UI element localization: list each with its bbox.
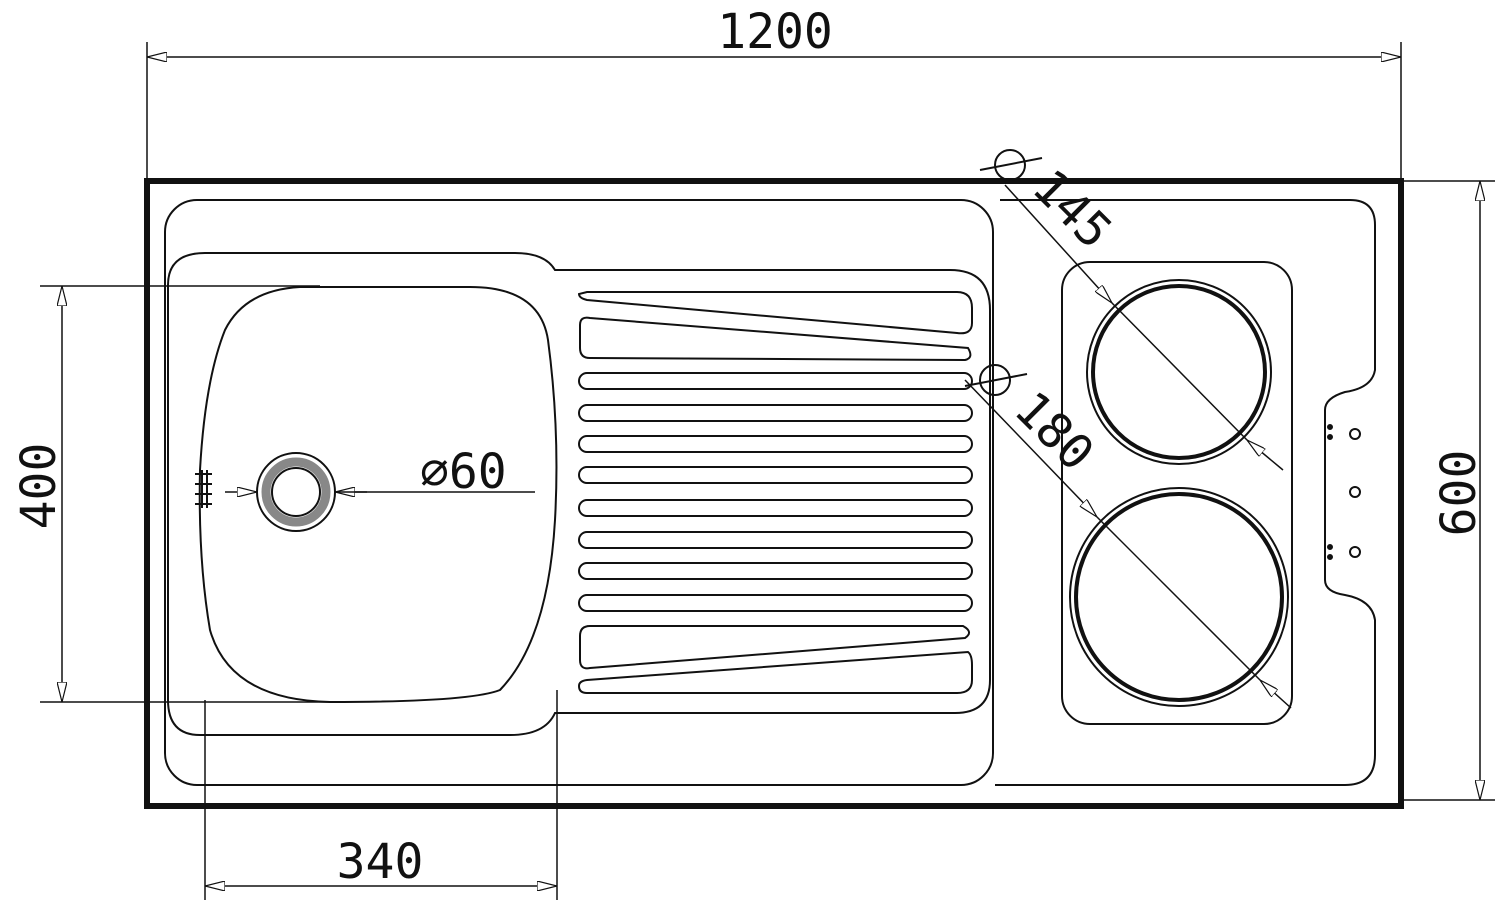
overall-depth-label: 600 [1431,450,1487,537]
bowl-depth-label: 400 [11,443,67,530]
large-hotplate-dimension [964,364,1292,709]
overall-width-label: 1200 [717,4,833,60]
overall-width-dimension [146,42,1402,181]
drain-outlet [256,452,336,532]
small-hotplate-diameter-label: 145 [1022,159,1123,260]
drainer-grooves [577,291,973,694]
bowl-width-label: 340 [337,834,424,890]
overall-depth-dimension [1401,180,1495,801]
bowl-depth-dimension [40,285,330,703]
overflow-slots [195,470,212,508]
small-hotplate [1086,279,1272,465]
large-hotplate [1069,487,1289,707]
small-hotplate-dimension [979,149,1284,471]
bowl-width-dimension [204,690,558,900]
drain-diameter-label: ⌀60 [420,444,507,500]
sink-bowl [198,286,558,704]
countertop-outline [144,178,1404,809]
hob-plate [1061,261,1293,725]
hob-surround [995,199,1376,786]
control-knob-icons [1327,424,1361,560]
sink-surround [164,199,994,786]
bowl-drainer-outline [167,252,991,736]
